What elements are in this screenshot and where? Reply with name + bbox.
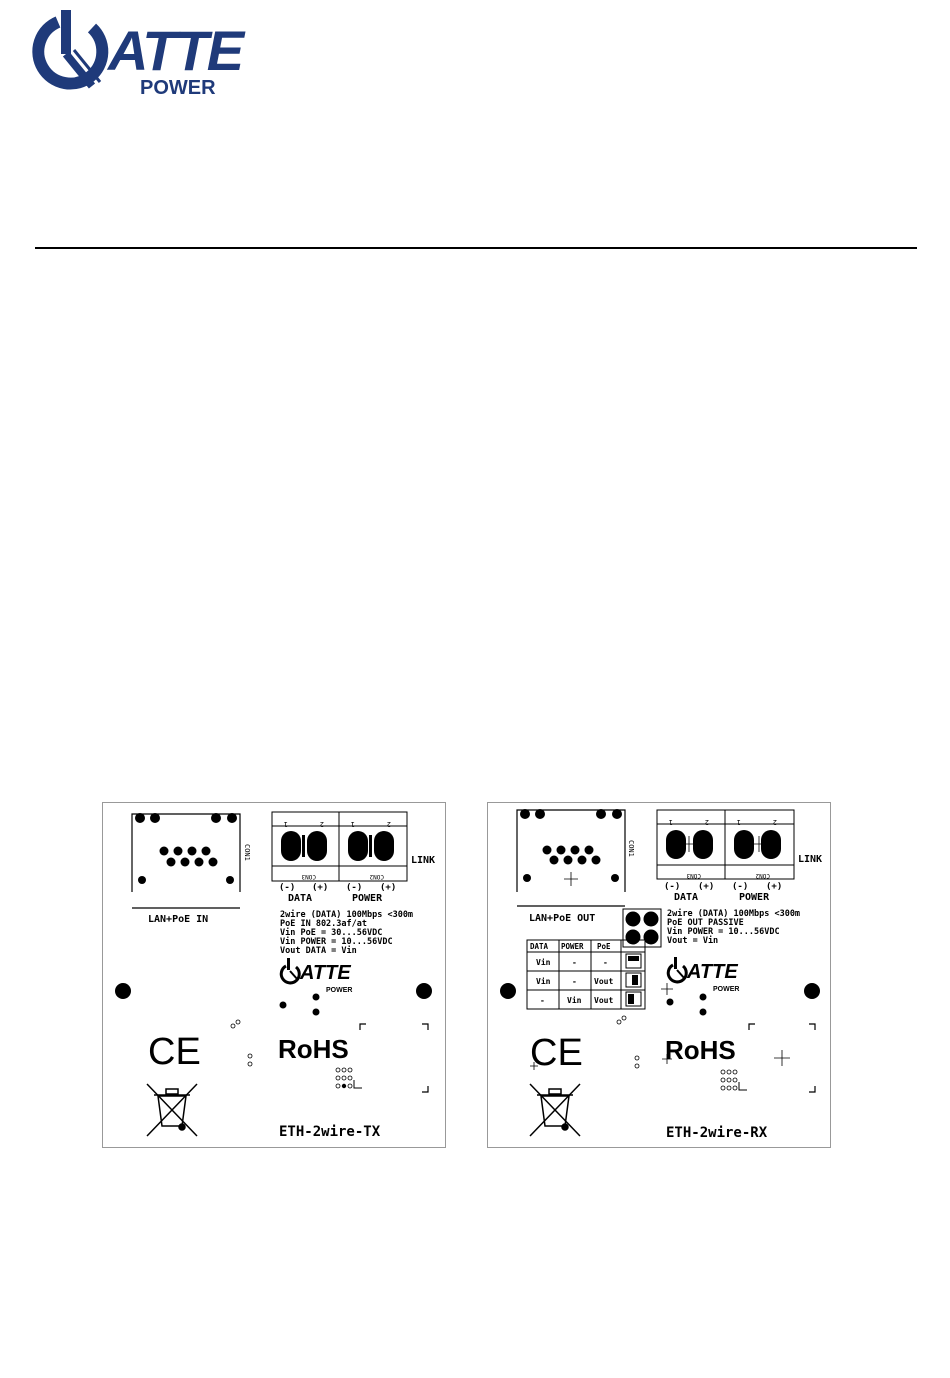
spec-line-4: Vin POWER = 10...56VDC bbox=[280, 936, 393, 947]
data-minus: (-) bbox=[664, 882, 680, 892]
link-label: LINK bbox=[411, 855, 435, 866]
con3-pin1: 1 bbox=[284, 820, 288, 828]
via-hole bbox=[279, 1001, 287, 1009]
rohs-mark: RoHS bbox=[278, 1034, 349, 1064]
pcb-board-rx: CON1 LAN+PoE OUT 1 2 CON3 1 2 CON2 (-) (… bbox=[487, 802, 831, 1148]
header-divider bbox=[35, 247, 917, 249]
table-header-poe: PoE bbox=[597, 942, 611, 951]
power-minus: (-) bbox=[732, 882, 748, 892]
ce-mark: CE bbox=[148, 1031, 201, 1073]
table-cell: Vin bbox=[536, 957, 551, 967]
rj45-connector bbox=[131, 813, 241, 909]
rohs-mark: RoHS bbox=[665, 1035, 736, 1065]
con2-pin1: 1 bbox=[351, 820, 355, 828]
power-label: POWER bbox=[352, 893, 383, 904]
con2-pin2: 2 bbox=[387, 820, 391, 828]
small-vias bbox=[230, 1019, 353, 1089]
via-hole bbox=[312, 993, 320, 1001]
data-label: DATA bbox=[674, 892, 698, 903]
model-label: ETH-2wire-RX bbox=[666, 1125, 768, 1141]
power-minus: (-) bbox=[346, 883, 362, 893]
table-cell: Vin bbox=[536, 976, 551, 986]
data-plus: (+) bbox=[312, 883, 328, 893]
spec-line-1: 2wire (DATA) 100Mbps <300m bbox=[667, 908, 800, 919]
con1-label: CON1 bbox=[627, 840, 635, 857]
data-minus: (-) bbox=[279, 883, 295, 893]
board-logo-text: ATTE bbox=[299, 962, 351, 984]
mounting-hole bbox=[500, 983, 516, 999]
table-cell: Vout bbox=[594, 996, 613, 1005]
via-hole bbox=[312, 1008, 320, 1016]
spec-line-5: Vout DATA = Vin bbox=[280, 945, 357, 956]
via-hole bbox=[699, 993, 707, 1001]
weee-bin-icon bbox=[529, 1083, 581, 1137]
jumper-block bbox=[622, 908, 662, 948]
ce-mark: CE bbox=[530, 1032, 583, 1074]
board-outline bbox=[102, 802, 446, 1148]
spec-line-1: 2wire (DATA) 100Mbps <300m bbox=[280, 909, 413, 920]
spec-line-2: PoE IN 802.3af/at bbox=[280, 919, 367, 929]
rohs-corner-marks bbox=[748, 1023, 816, 1093]
rj45-label: LAN+PoE IN bbox=[148, 914, 208, 925]
spec-line-2: PoE OUT PASSIVE bbox=[667, 918, 744, 928]
data-plus: (+) bbox=[698, 882, 714, 892]
link-label: LINK bbox=[798, 854, 822, 865]
table-cell: - bbox=[572, 977, 577, 986]
rj45-label: LAN+PoE OUT bbox=[529, 913, 595, 924]
rohs-corner-marks bbox=[359, 1023, 429, 1093]
table-cell: Vout bbox=[594, 977, 613, 986]
board-logo-icon bbox=[279, 958, 301, 985]
atte-logo-mark-icon bbox=[32, 10, 109, 90]
pcb-board-tx: CON1 LAN+PoE IN 1 2 CON3 1 2 CON2 (-) (+… bbox=[102, 802, 446, 1148]
table-cell: - bbox=[603, 958, 608, 967]
board-logo-sub: POWER bbox=[326, 987, 352, 994]
mounting-hole bbox=[416, 983, 432, 999]
via-hole bbox=[699, 1008, 707, 1016]
board-outline bbox=[487, 802, 831, 1148]
con2-pin2: 2 bbox=[773, 818, 777, 826]
mounting-hole bbox=[115, 983, 131, 999]
table-cell: Vin bbox=[567, 995, 582, 1005]
table-header-data: DATA bbox=[530, 942, 549, 951]
terminal-block-con2: 1 2 CON2 bbox=[338, 811, 408, 882]
brand-name: ATTE bbox=[106, 19, 246, 82]
rj45-connector bbox=[516, 809, 626, 907]
con2-label: CON2 bbox=[755, 872, 770, 879]
con3-pin2: 2 bbox=[320, 820, 324, 828]
board-logo-sub: POWER bbox=[713, 986, 739, 993]
mounting-hole bbox=[804, 983, 820, 999]
crosshair-marks bbox=[530, 983, 790, 1070]
model-label: ETH-2wire-TX bbox=[279, 1124, 381, 1140]
via-hole bbox=[666, 998, 674, 1006]
spec-line-4: Vout = Vin bbox=[667, 935, 718, 946]
con3-label: CON3 bbox=[301, 873, 316, 880]
jumper-setting-icons bbox=[625, 953, 642, 1007]
con3-label: CON3 bbox=[686, 872, 701, 879]
con1-label: CON1 bbox=[243, 844, 251, 861]
jumper-config-table bbox=[526, 939, 646, 1010]
con3-pin1: 1 bbox=[669, 818, 673, 826]
brand-subtitle: POWER bbox=[140, 77, 216, 98]
power-plus: (+) bbox=[766, 882, 782, 892]
table-header-power: POWER bbox=[561, 942, 584, 951]
data-label: DATA bbox=[288, 893, 312, 904]
con2-pin1: 1 bbox=[737, 818, 741, 826]
terminal-block-con3: 1 2 CON3 bbox=[271, 811, 340, 882]
board-logo-icon bbox=[666, 957, 688, 984]
power-plus: (+) bbox=[380, 883, 396, 893]
company-logo: ATTE POWER bbox=[30, 8, 275, 99]
terminal-block-con2: 1 2 CON2 bbox=[724, 809, 795, 880]
con2-label: CON2 bbox=[369, 873, 384, 880]
table-cell: - bbox=[540, 996, 545, 1005]
table-cell: - bbox=[572, 958, 577, 967]
board-logo-text: ATTE bbox=[686, 961, 738, 983]
spec-line-3: Vin PoE = 30...56VDC bbox=[280, 927, 382, 938]
power-label: POWER bbox=[739, 892, 770, 903]
weee-bin-icon bbox=[146, 1083, 198, 1137]
spec-line-3: Vin POWER = 10...56VDC bbox=[667, 926, 780, 937]
con3-pin2: 2 bbox=[705, 818, 709, 826]
small-vias bbox=[616, 1015, 738, 1091]
